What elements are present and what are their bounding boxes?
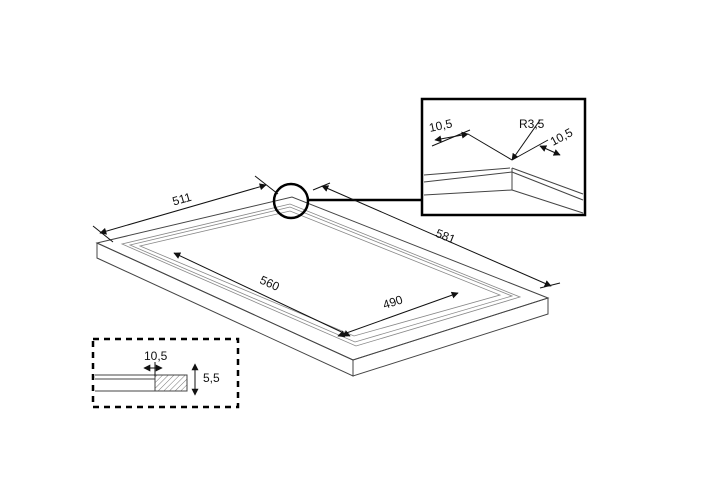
zoom-detail-box: 10,5 R3,5 10,5 <box>420 97 587 217</box>
section-detail-box: 10,5 5,5 <box>91 337 240 409</box>
dimension-490-label: 490 <box>381 292 405 312</box>
dimension-511: 511 <box>92 175 279 243</box>
dimension-581: 581 <box>312 182 561 289</box>
section-thickness-label: 5,5 <box>203 371 220 385</box>
dimension-560: 560 <box>173 252 351 337</box>
dimension-511-label: 511 <box>171 190 194 209</box>
section-rim-width-label: 10,5 <box>144 349 168 363</box>
plate-side-face <box>352 297 549 377</box>
zoom-rim-left-label: 10,5 <box>428 116 454 135</box>
dimension-490: 490 <box>337 291 459 338</box>
section-hatch <box>154 374 188 392</box>
zoom-radius-label: R3,5 <box>519 117 545 131</box>
section-detail-frame <box>91 337 240 409</box>
dimension-560-label: 560 <box>258 273 282 294</box>
plate-front-face <box>96 242 354 377</box>
zoom-detail-frame <box>420 97 587 217</box>
